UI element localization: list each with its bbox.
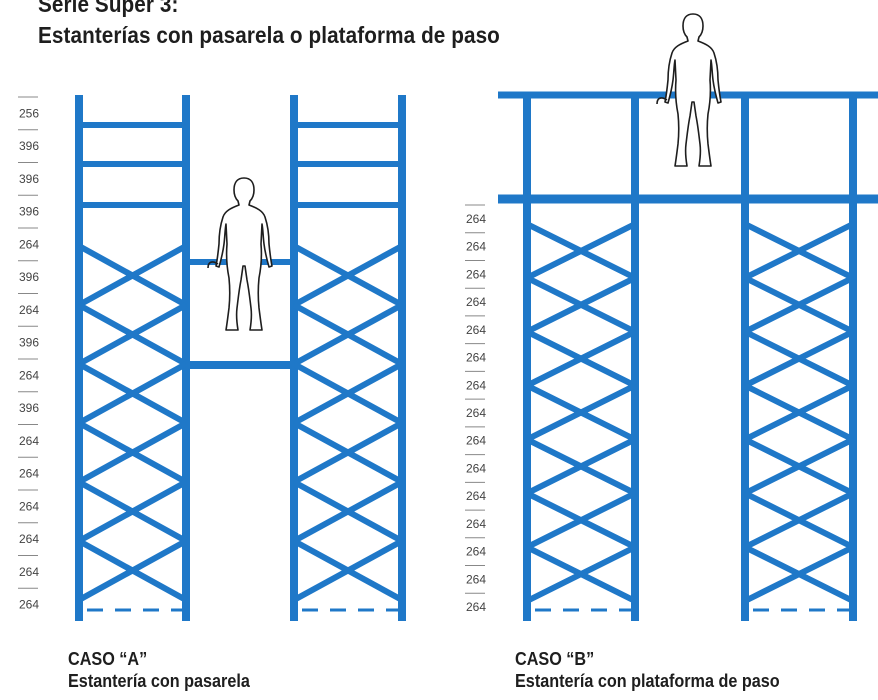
- scale-label: 264: [19, 532, 39, 546]
- human-figure-icon: [656, 13, 722, 167]
- scale-label: 264: [19, 499, 39, 513]
- cross-brace: [743, 275, 855, 335]
- cross-brace: [525, 490, 637, 550]
- cross-brace: [77, 243, 188, 308]
- scale-label: 264: [466, 489, 486, 503]
- cross-brace: [525, 221, 637, 281]
- cross-brace: [292, 538, 404, 603]
- rack-case-b: [498, 91, 878, 621]
- scale-label: 264: [19, 237, 39, 251]
- case-a-description: Estantería con pasarela: [68, 671, 250, 691]
- cross-brace: [525, 544, 637, 604]
- scale-label: 256: [19, 106, 39, 120]
- cross-brace: [525, 329, 637, 389]
- scale-label: 264: [466, 434, 486, 448]
- scale-label: 264: [19, 565, 39, 579]
- cross-brace: [743, 436, 855, 496]
- cross-brace: [292, 302, 404, 367]
- cross-brace: [292, 479, 404, 544]
- scale-label: 264: [466, 240, 486, 254]
- scale-label: 264: [466, 212, 486, 226]
- scale-label: 264: [19, 368, 39, 382]
- cross-brace: [743, 544, 855, 604]
- scale-label: 264: [466, 295, 486, 309]
- scale-label: 264: [466, 378, 486, 392]
- rack-case-a: [75, 95, 406, 621]
- cross-brace: [743, 382, 855, 443]
- title-series: Serie Super 3:: [38, 0, 179, 17]
- scale-case-a: 256 396 396 396 264 396 264 396 264 396 264 264 264 2…: [18, 96, 39, 612]
- cross-brace: [292, 361, 404, 426]
- cross-brace: [525, 275, 637, 335]
- caption-case-a: CASO “A” Estantería con pasarela: [68, 648, 250, 692]
- case-a-label: CASO “A”: [68, 649, 148, 669]
- cross-brace: [77, 361, 188, 426]
- cross-brace: [77, 538, 188, 603]
- scale-label: 264: [19, 598, 39, 612]
- title-main: Estanterías con pasarela o plataforma de…: [38, 22, 500, 48]
- cross-brace: [292, 420, 404, 485]
- scale-label: 396: [19, 401, 39, 415]
- case-b-description: Estantería con plataforma de paso: [515, 671, 780, 691]
- scale-case-b: 264 264 264 264 264 264 264 264 264 264 264 264 264 2…: [465, 204, 486, 614]
- caption-case-b: CASO “B” Estantería con plataforma de pa…: [515, 648, 780, 692]
- scale-label: 396: [19, 336, 39, 350]
- case-b-label: CASO “B”: [515, 649, 595, 669]
- scale-label: 264: [466, 572, 486, 586]
- scale-label: 396: [19, 205, 39, 219]
- cross-brace: [292, 243, 404, 308]
- cross-brace: [525, 382, 637, 443]
- scale-label: 264: [19, 303, 39, 317]
- cross-brace: [525, 436, 637, 496]
- scale-label: 264: [19, 467, 39, 481]
- scale-label: 264: [466, 351, 486, 365]
- cross-brace: [743, 329, 855, 389]
- scale-label: 264: [466, 406, 486, 420]
- cross-brace: [77, 479, 188, 544]
- cross-brace: [77, 420, 188, 485]
- scale-label: 264: [466, 545, 486, 559]
- scale-label: 264: [466, 517, 486, 531]
- human-figure-icon: [207, 177, 273, 331]
- cross-brace: [743, 221, 855, 281]
- scale-label: 264: [466, 600, 486, 614]
- scale-label: 264: [466, 461, 486, 475]
- scale-label: 264: [19, 434, 39, 448]
- cross-brace: [743, 490, 855, 550]
- scale-label: 396: [19, 270, 39, 284]
- scale-label: 264: [466, 323, 486, 337]
- scale-label: 396: [19, 172, 39, 186]
- scale-label: 264: [466, 267, 486, 281]
- scale-label: 396: [19, 139, 39, 153]
- cross-brace: [77, 302, 188, 367]
